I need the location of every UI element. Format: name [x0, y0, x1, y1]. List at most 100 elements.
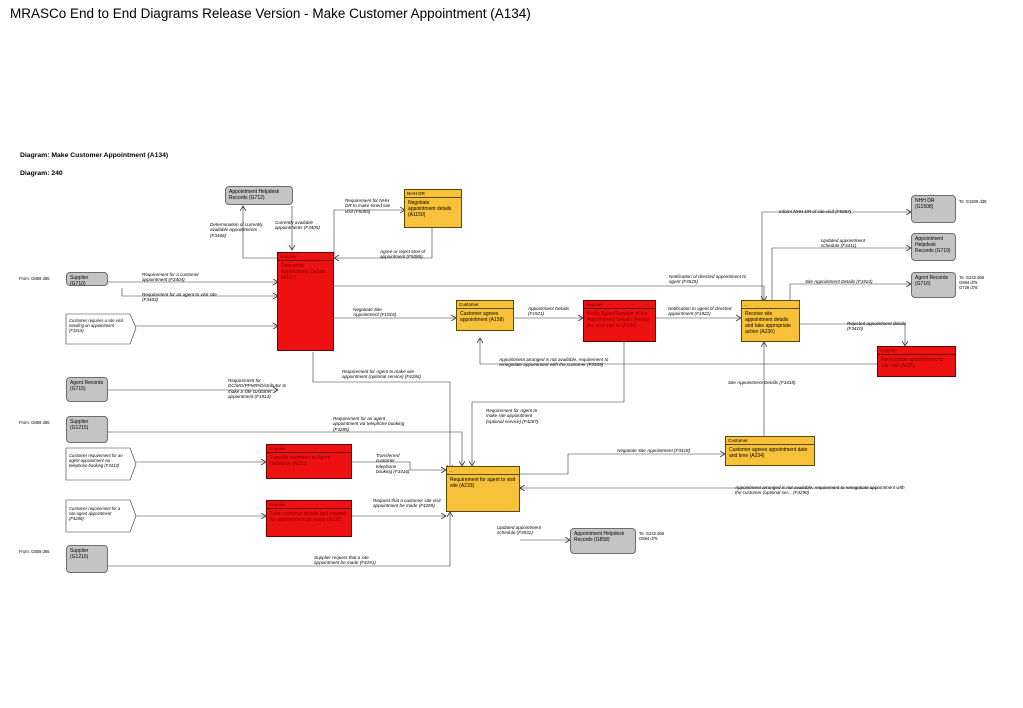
flow-label-f4286: Requirement for Agent to make site appoi…	[342, 369, 421, 380]
flow-f3406-line	[243, 206, 278, 259]
flow-f4291-line	[108, 512, 450, 567]
process-a233-label: Requirement for agent to visit site (A23…	[450, 477, 516, 489]
flow-label-f3539: Appointment arranged is not available, r…	[499, 357, 609, 368]
process-a157: Supplier Determine Appointment Details (…	[277, 252, 334, 351]
flow-label-f4290: Appointment arranged is not available, r…	[735, 485, 905, 496]
process-a235-owner: Supplier	[878, 347, 955, 355]
flow-f4286-line	[312, 352, 450, 470]
flow-label-f4291: Supplier request that a site appointment…	[314, 555, 376, 566]
flow-f4285-line	[108, 431, 462, 466]
store-helpdesk-g858: Appointment Helpdesk Records (G858)	[570, 528, 636, 554]
flow-label-f4285: Requirement for an agent appointment via…	[333, 416, 405, 432]
process-a157-owner: Supplier	[278, 253, 333, 261]
external-f4288-text: Customer requirement for a site agent ap…	[69, 506, 121, 522]
diagram-heading: Diagram: Make Customer Appointment (A134…	[20, 152, 169, 159]
store-supplier-g710: Supplier (G710)	[66, 272, 108, 287]
store-agent-g715: Agent Records (G715)	[66, 377, 108, 402]
external-f4288: Customer requirement for a site agent ap…	[66, 504, 132, 523]
diagram-number: Diagram: 240	[20, 170, 63, 177]
process-a231-owner: Supplier	[267, 445, 351, 453]
flow-label-f1916: Negotiate Site Appointment (F1916)	[353, 307, 397, 318]
process-a232-owner: Supplier	[267, 501, 351, 509]
process-a1150-owner: NHH DR	[405, 190, 461, 198]
flow-f3403-line	[121, 288, 278, 296]
flow-f1924-line	[789, 284, 911, 301]
store-agent-g716: Agent Records (G716)	[911, 272, 956, 298]
process-a1150: NHH DR Negotiate appointment details (A1…	[404, 189, 462, 228]
process-a231: Supplier Transfer customer to Agent Help…	[266, 444, 352, 479]
flow-label-f1924: Site Appointment Details (F1924)	[805, 279, 873, 284]
note-from-g710: From: G859 d65	[19, 276, 50, 281]
store-helpdesk-g719: Appointment Helpdesk Records (G719)	[911, 233, 956, 261]
process-a235-label: Renegotiate appointment for site visit (…	[881, 357, 945, 369]
process-a232: Supplier Take customer details and reque…	[266, 500, 352, 537]
store-helpdesk-g712: Appointment Helpdesk Records (G712)	[225, 186, 293, 205]
flow-label-f1922: Notification to agent of directed appoin…	[668, 306, 732, 317]
flow-label-f3410: Rejected appointment details (F3410)	[847, 321, 907, 332]
flow-label-f3406: Determination of currently available app…	[210, 222, 263, 238]
flow-label-f5086: Agree or reject time of appointment (F50…	[380, 249, 426, 260]
process-a158-label: Customer agrees appointment (A158)	[460, 311, 504, 323]
flow-f3539-line	[480, 338, 877, 365]
process-a158-owner: Customer	[457, 301, 513, 309]
note-to-g858: To: G242 d65 G594 d75	[639, 531, 665, 542]
flow-label-f4287: Requirement for Agent to make site appoi…	[486, 408, 539, 424]
flow-label-f3419: Site Appointment Details (F3419)	[728, 380, 796, 385]
process-a234-label: Customer agrees appointment date and tim…	[729, 447, 808, 459]
flow-label-f4289: Request that a customer site visit appoi…	[373, 498, 441, 509]
flow-label-f3404: Requirement for a customer appointment (…	[142, 272, 199, 283]
flow-f3418-line	[520, 454, 725, 475]
process-a234: Customer Customer agrees appointment dat…	[725, 436, 815, 466]
flow-label-f3531: Updated appointment schedule (F3531)	[497, 525, 541, 536]
process-a230-label: Receive site appointment details and tak…	[745, 311, 791, 335]
note-from-g1215: From: G859 d65	[19, 420, 50, 425]
process-a235: Supplier Renegotiate appointment for sit…	[877, 346, 956, 377]
flow-label-f1921: Appointment Details (F1921)	[528, 306, 570, 317]
flow-label-f3416: Transferred customer telephone booking (…	[376, 453, 410, 475]
flow-f5085-line	[333, 210, 405, 256]
process-a232-label: Take customer details and request for ap…	[270, 511, 347, 523]
flow-label-f3403: Requirement for an agent to visit site (…	[142, 292, 217, 303]
note-to-g716: To: G242 d65 G594 d75 G729 d76	[959, 275, 985, 291]
process-a156-label: Notify Agent/Supplier of the Appointment…	[587, 311, 650, 329]
store-supplier-g1215: Supplier (G1215)	[66, 416, 108, 443]
flow-f3416-line	[352, 461, 446, 470]
flow-label-f3418: Negotiate Site Appointment (F3418)	[617, 448, 691, 453]
process-a233-owner: ...	[447, 467, 519, 475]
page-title: MRASCo End to End Diagrams Release Versi…	[10, 6, 531, 21]
flow-label-f1913: Requirement for DC/MO/PPMIP/Distributor …	[228, 378, 287, 400]
flow-f4287-line	[472, 342, 625, 466]
flow-f3411-line	[771, 248, 911, 301]
flow-f3410-line	[800, 323, 905, 346]
process-a1150-label: Negotiate appointment details (A1150)	[408, 200, 452, 218]
store-nhhdr-g1508: NHH DR (G1508)	[911, 195, 956, 223]
note-to-g1508: To: G1508 d38	[959, 199, 987, 204]
process-a233: ... Requirement for agent to visit site …	[446, 466, 520, 512]
external-f3413-shape	[65, 447, 137, 481]
flow-label-f3405: Currently available appointments (F3405)	[275, 220, 320, 231]
flow-label-f5085: Requirement for NHH DR to make timed sit…	[345, 198, 391, 214]
process-a231-label: Transfer customer to Agent Helpdesk (A23…	[270, 455, 331, 467]
flow-f3529-line	[334, 285, 764, 301]
external-f1915-shape	[65, 313, 137, 345]
external-f3413: Customer requirement for an agent appoin…	[66, 451, 132, 470]
external-f3413-text: Customer requirement for an agent appoin…	[69, 453, 123, 469]
note-from-g1216: From: G859 d65	[19, 549, 50, 554]
process-a158: Customer Customer agrees appointment (A1…	[456, 300, 514, 331]
flow-f5086-line	[334, 228, 433, 258]
process-a156: Supplier Notify Agent/Supplier of the Ap…	[583, 300, 656, 342]
store-supplier-g1216: Supplier (G1216)	[66, 545, 108, 573]
process-a234-owner: Customer	[726, 437, 814, 445]
process-a156-owner: Supplier	[584, 301, 655, 309]
flow-f5087-line	[761, 212, 911, 301]
external-f1915-text: Customer requires a site visit needing a…	[69, 318, 123, 334]
process-a230: ... Receive site appointment details and…	[741, 300, 800, 342]
process-a230-owner: ...	[742, 301, 799, 309]
external-f1915: Customer requires a site visit needing a…	[66, 316, 132, 335]
flow-label-f3529: Notification of directed appointment to …	[669, 274, 747, 285]
flow-label-f3411: Updated appointment schedule (F3411)	[821, 238, 865, 249]
external-f4288-shape	[65, 499, 137, 533]
flow-label-f5087: Inform NHH DR of site visit (F5087)	[779, 209, 852, 214]
process-a157-label: Determine Appointment Details (A157)	[281, 263, 326, 281]
